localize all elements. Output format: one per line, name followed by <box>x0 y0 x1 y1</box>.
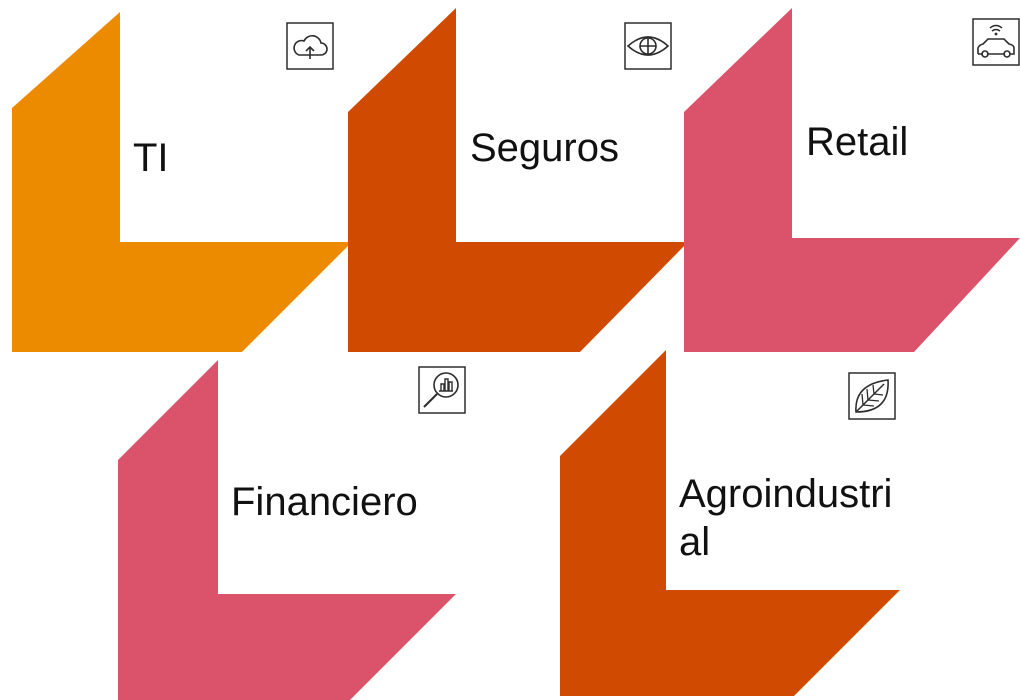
magnifier-chart-icon <box>418 366 466 414</box>
sector-label-ti: TI <box>133 136 169 180</box>
sector-label-agroindustrial: Agroindustrial <box>679 472 893 564</box>
sector-shape-retail <box>684 8 1020 352</box>
leaf-icon <box>848 372 896 420</box>
sector-shape-financiero <box>118 360 456 700</box>
sector-label-seguros: Seguros <box>470 126 619 170</box>
sector-label-retail: Retail <box>806 120 909 164</box>
cloud-upload-icon <box>286 22 334 70</box>
eye-crosshair-icon <box>624 22 672 70</box>
sector-label-financiero: Financiero <box>231 480 418 524</box>
sector-shape-seguros <box>348 8 688 352</box>
sector-shape-agroindustrial <box>560 350 900 696</box>
connected-car-icon <box>972 18 1020 66</box>
sector-shape-ti <box>12 12 352 352</box>
